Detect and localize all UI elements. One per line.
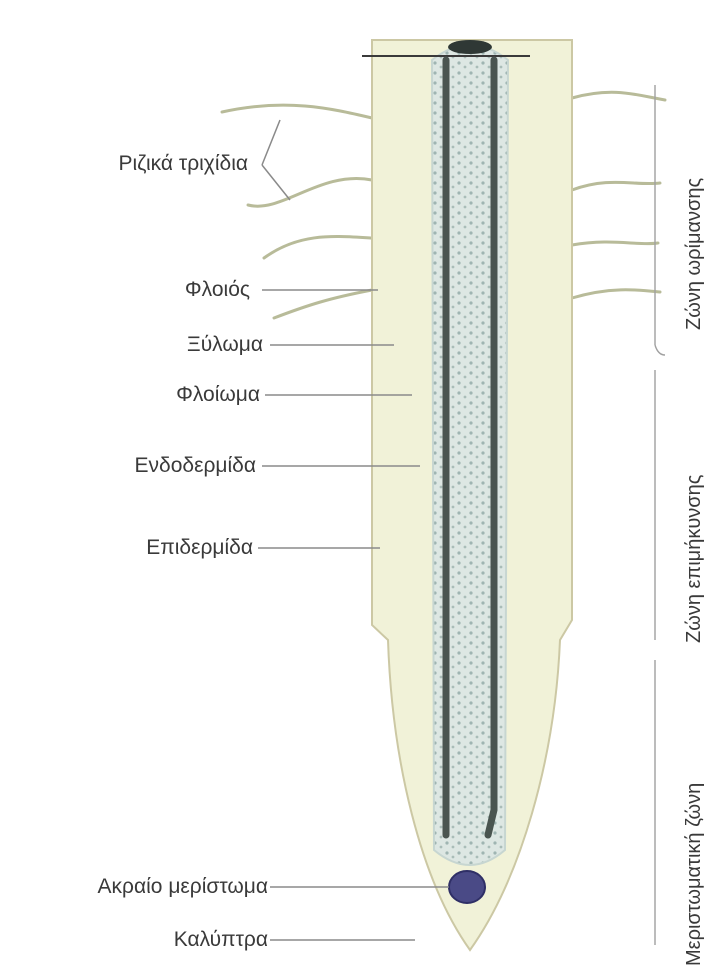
label-xylem: Ξύλωμα [187, 334, 263, 355]
zone-maturation: Ζώνη ωρίμανσης [684, 178, 704, 330]
label-cortex: Φλοιός [185, 279, 250, 300]
apical-meristem-shape [449, 871, 485, 903]
label-epidermis: Επιδερμίδα [146, 537, 253, 558]
label-root-hairs: Ριζικά τριχίδια [118, 153, 248, 174]
zone-meristematic: Μεριστωματική ζώνη [684, 783, 704, 966]
zone-elongation: Ζώνη επιμήκυνσης [684, 475, 704, 643]
label-phloem: Φλοίωμα [176, 384, 260, 405]
root-hairs-right [572, 92, 665, 298]
label-endodermis: Ενδοδερμίδα [135, 455, 256, 476]
zone-brackets [655, 85, 665, 945]
label-root-cap: Καλύπτρα [174, 929, 268, 950]
label-apical-meristem: Ακραίο μερίστωμα [98, 876, 268, 897]
